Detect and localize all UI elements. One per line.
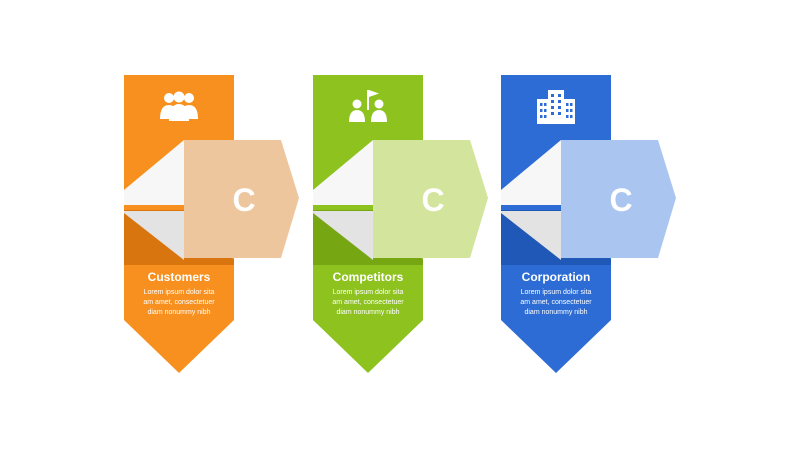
desc-line: Lorem ipsum dolor sita [332,289,404,296]
hexagon-arrow [373,140,488,258]
desc-line: diam nonummy nibh [147,309,211,316]
desc-line: am amet, consectetuer [332,299,404,306]
card-description: Lorem ipsum dolor sita am amet, consecte… [313,288,423,318]
card-description: Lorem ipsum dolor sita am amet, consecte… [124,288,234,318]
fold-top [124,140,184,205]
desc-line: Lorem ipsum dolor sita [143,289,215,296]
desc-line: am amet, consectetuer [520,299,592,306]
card-competitors-shape [313,75,488,373]
building-icon [531,87,581,127]
card-description: Lorem ipsum dolor sita am amet, consecte… [501,288,611,318]
card-letter: C [421,182,445,218]
people-flag-icon [343,87,393,127]
people-group-icon [154,87,204,127]
card-letter: C [609,182,633,218]
desc-line: am amet, consectetuer [143,299,215,306]
card-customers-shape [124,75,299,373]
card-title: Corporation [521,270,591,284]
fold-bottom [313,211,373,260]
desc-line: diam nonummy nibh [336,309,400,316]
card-customers: C Customers Lorem ipsum dolor sita am am… [124,75,304,375]
fold-bottom [124,211,184,260]
card-corporation-shape [501,75,676,373]
card-letter: C [232,182,256,218]
desc-line: diam nonummy nibh [524,309,588,316]
desc-line: Lorem ipsum dolor sita [520,289,592,296]
fold-bottom [501,211,561,260]
fold-top [501,140,561,205]
hexagon-arrow [184,140,299,258]
card-competitors: C Competitors Lorem ipsum dolor sita am … [313,75,493,375]
card-corporation: C Corporation Lorem ipsum dolor sita am … [501,75,681,375]
hexagon-arrow [561,140,676,258]
card-title: Competitors [332,270,404,284]
card-title: Customers [147,270,211,284]
fold-top [313,140,373,205]
